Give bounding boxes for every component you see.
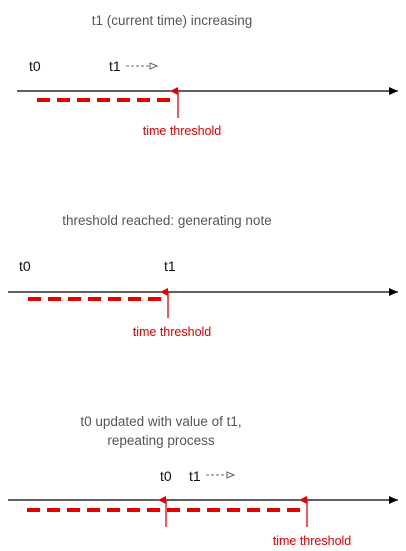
panel-2-t1-label: t1 (164, 258, 176, 274)
panel-1-caption: t1 (current time) increasing (92, 13, 253, 28)
panel-3: t0 updated with value of t1, repeating p… (8, 414, 398, 548)
panel-1-t1-label: t1 (109, 58, 121, 74)
panel-3-t0-label: t0 (160, 468, 172, 484)
panel-3-t1-label: t1 (189, 468, 201, 484)
panel-3-caption-line-1: t0 updated with value of t1, (80, 414, 241, 429)
panel-3-caption-line-2: repeating process (107, 433, 215, 448)
panel-3-threshold-label: time threshold (273, 534, 352, 548)
panel-2-t0-label: t0 (19, 258, 31, 274)
panel-2: threshold reached: generating note t0 t1… (8, 213, 398, 339)
panel-1-t0-label: t0 (29, 58, 41, 74)
panel-2-threshold-label: time threshold (133, 325, 212, 339)
panel-2-caption: threshold reached: generating note (62, 213, 271, 228)
panel-1: t1 (current time) increasing t0 t1 time … (17, 13, 398, 138)
panel-1-threshold-label: time threshold (143, 124, 222, 138)
